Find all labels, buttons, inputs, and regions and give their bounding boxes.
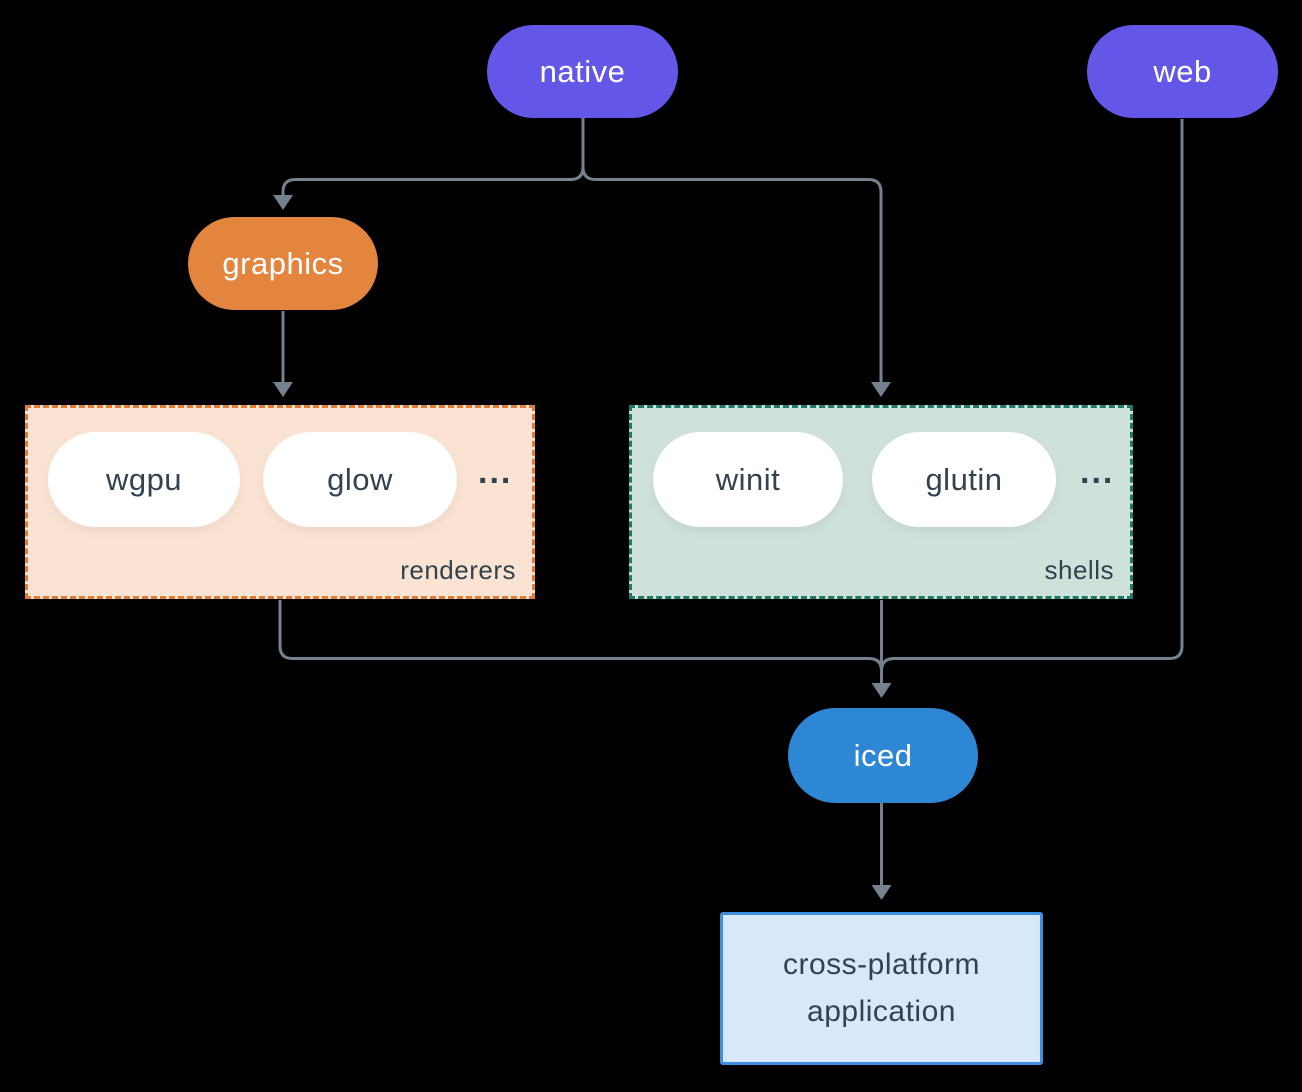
group-renderers: wgpu glow ... renderers [25, 405, 535, 599]
node-native-label: native [539, 53, 626, 89]
node-application: cross-platform application [720, 912, 1043, 1065]
group-renderers-label: renderers [400, 555, 516, 585]
group-shells: winit glutin ... shells [629, 405, 1133, 599]
node-winit: winit [653, 432, 843, 527]
node-iced-label: iced [853, 737, 913, 773]
node-wgpu-label: wgpu [105, 461, 183, 497]
node-glow: glow [263, 432, 457, 527]
group-shells-label: shells [1044, 555, 1114, 585]
shells-more-indicator: ... [1080, 453, 1115, 491]
arrowhead-shells [871, 382, 891, 397]
edge-renderers-iced [278, 600, 883, 672]
node-wgpu: wgpu [48, 432, 240, 527]
arrowhead-renderers [273, 382, 293, 397]
node-web-label: web [1153, 53, 1212, 89]
node-winit-label: winit [715, 461, 781, 497]
node-iced: iced [788, 708, 978, 803]
arrowhead-iced [871, 683, 892, 698]
renderers-more-indicator: ... [478, 453, 513, 491]
node-application-label-line1: cross-platform [782, 948, 981, 981]
node-glutin: glutin [872, 432, 1056, 527]
node-glow-label: glow [327, 461, 393, 497]
node-glutin-label: glutin [925, 461, 1003, 497]
node-graphics: graphics [188, 217, 378, 310]
arrowhead-graphics [273, 195, 293, 210]
node-application-label-line2: application [807, 994, 956, 1028]
node-web: web [1087, 25, 1278, 118]
edge-native-shells [581, 166, 883, 383]
edge-native-graphics [281, 118, 585, 196]
node-native: native [487, 25, 678, 118]
node-graphics-label: graphics [222, 245, 344, 281]
arrowhead-application [871, 885, 892, 900]
